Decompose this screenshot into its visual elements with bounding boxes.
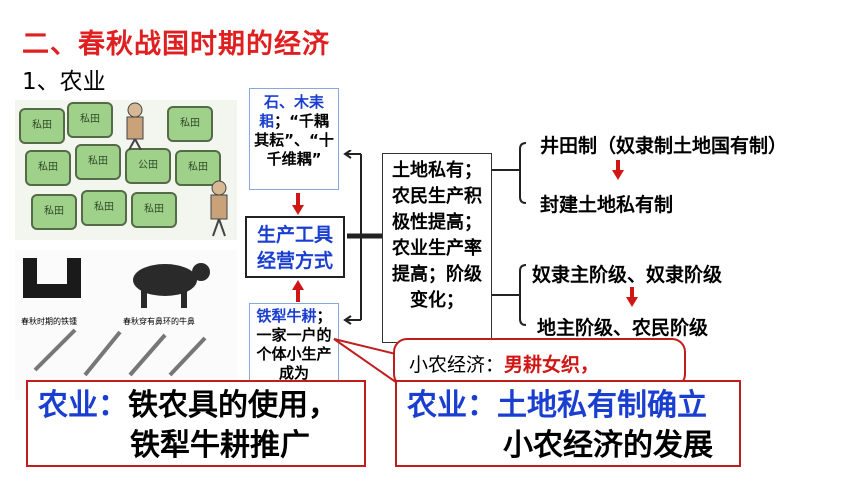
field-plot: 私田 bbox=[81, 190, 127, 226]
field-plot: 私田 bbox=[75, 144, 121, 180]
iron-plough-label: 铁犁牛耕 bbox=[256, 307, 317, 325]
land-private-established: 土地私有制确立 bbox=[497, 388, 707, 423]
field-plot: 私田 bbox=[25, 150, 71, 186]
landlord-classes: 地主阶级、农民阶级 bbox=[537, 317, 709, 339]
production-mode-box: 生产工具 经营方式 bbox=[245, 216, 345, 278]
iron-plough-box: 铁犁牛耕；一家一户的个体小生产成为 bbox=[249, 303, 339, 387]
iron-plough-desc: ；一家一户的个体小生产成为 bbox=[256, 307, 332, 382]
well-field-system: 井田制（奴隶制土地国有制） bbox=[540, 135, 788, 157]
agriculture-callout-right: 农业：土地私有制确立 小农经济的发展 bbox=[395, 380, 741, 467]
field-plot: 私田 bbox=[167, 106, 213, 142]
field-plot: 公田 bbox=[125, 148, 171, 184]
land-private-box: 土地私有；农民生产积极性提高；农业生产率提高；阶级变化； bbox=[382, 153, 492, 343]
agriculture-label: 农业： bbox=[407, 388, 497, 423]
tool-caption: 春秋时期的铁锺 bbox=[21, 317, 77, 326]
small-economy-label: 小农经济： bbox=[409, 354, 505, 376]
field-plot: 私田 bbox=[175, 150, 221, 186]
farmer-figure-icon bbox=[126, 102, 144, 150]
right-connector-lines bbox=[492, 142, 527, 326]
iron-plough-promotion: 铁犁牛耕推广 bbox=[130, 428, 310, 463]
farmer-figure-icon bbox=[210, 180, 228, 237]
small-economy-highlight: 男耕女织， bbox=[504, 354, 600, 376]
connector-lines bbox=[343, 150, 385, 325]
field-plot: 私田 bbox=[19, 108, 65, 144]
land-private-text: 土地私有；农民生产积极性提高；农业生产率提高；阶级变化； bbox=[392, 160, 482, 311]
ancient-tools-box: 石、木耒耜；“千耦其耘”、“十千维耦” bbox=[249, 88, 339, 190]
ancient-tools-label: 石、木耒耜 bbox=[259, 93, 324, 130]
field-plot: 私田 bbox=[131, 192, 177, 228]
page-title: 二、春秋战国时期的经济 bbox=[22, 29, 330, 60]
slave-classes: 奴隶主阶级、奴隶阶级 bbox=[532, 264, 723, 286]
iron-tools-illustration: 春秋时期的铁锺 春秋穿有鼻环的牛鼻 bbox=[15, 250, 237, 400]
iron-plough-icon bbox=[23, 258, 210, 377]
tool-caption: 春秋穿有鼻环的牛鼻 bbox=[123, 317, 195, 326]
small-economy-development: 小农经济的发展 bbox=[503, 428, 713, 463]
production-tools-label: 生产工具 bbox=[256, 224, 333, 246]
down-arrow bbox=[292, 193, 304, 215]
ancient-tools-desc: ；“千耦其耘”、“十千维耦” bbox=[254, 112, 334, 168]
well-field-illustration: 私田 私田 私田 私田 私田 公田 私田 私田 私田 私田 bbox=[15, 100, 237, 240]
down-arrow bbox=[626, 287, 638, 307]
business-mode-label: 经营方式 bbox=[256, 250, 333, 272]
down-arrow bbox=[612, 160, 624, 180]
up-arrow bbox=[292, 280, 304, 302]
field-plot: 私田 bbox=[31, 194, 77, 230]
agriculture-callout-left: 农业：铁农具的使用， 铁犁牛耕推广 bbox=[26, 380, 366, 467]
feudal-land-system: 封建土地私有制 bbox=[540, 194, 674, 216]
section-subtitle: 1、农业 bbox=[22, 69, 106, 95]
iron-tools-usage: 铁农具的使用， bbox=[128, 388, 338, 423]
field-plot: 私田 bbox=[67, 102, 113, 138]
agriculture-label: 农业： bbox=[38, 388, 128, 423]
